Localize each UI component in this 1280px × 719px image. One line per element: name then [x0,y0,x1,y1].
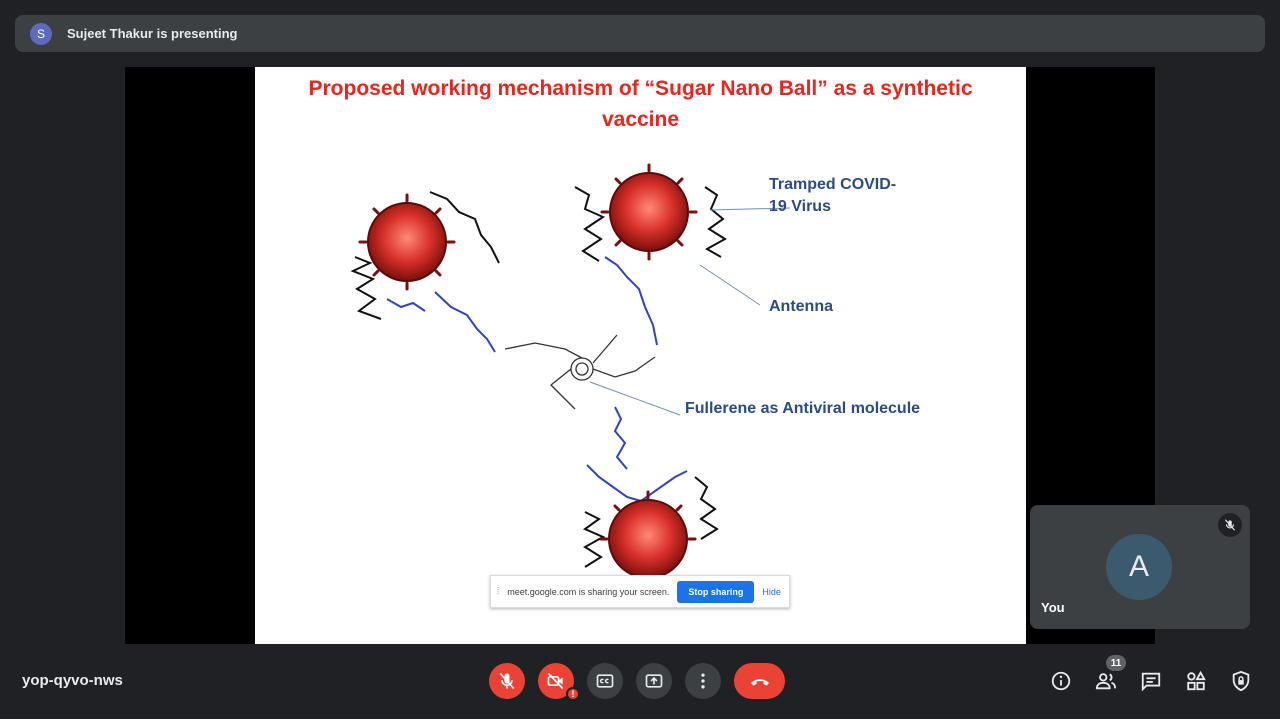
self-label: You [1041,600,1065,615]
people-icon [1095,673,1117,690]
activities-button[interactable] [1184,669,1208,693]
screen-share-banner: ⦙ meet.google.com is sharing your screen… [490,575,790,608]
molecule-diagram [350,163,791,579]
chat-button[interactable] [1139,669,1163,693]
self-video-tile[interactable]: A You [1030,505,1250,629]
callout-virus-line2: 19 Virus [769,198,831,215]
stop-sharing-button[interactable]: Stop sharing [677,580,755,603]
mic-toggle-button[interactable] [489,663,525,699]
virus-particle-2 [600,163,698,261]
slide-title-line2: vaccine [601,108,680,131]
chat-icon [1141,672,1161,692]
mic-off-icon [499,672,515,690]
more-vert-icon [701,673,705,689]
callout-arrows [589,207,791,416]
captions-button[interactable] [587,663,623,699]
callout-fullerene: Fullerene as Antiviral molecule [685,400,921,417]
sugar-chains-black [350,186,727,568]
virus-particle-1 [358,193,456,291]
fullerene-core [504,334,656,410]
slide-title: Proposed working mechanism of “Sugar Nan… [275,73,1006,135]
end-call-button[interactable] [734,663,785,699]
self-avatar: A [1106,534,1172,600]
camera-warning-badge: ! [566,687,580,701]
camera-off-icon [547,672,564,690]
people-button[interactable] [1094,669,1118,693]
hide-banner-button[interactable]: Hide [762,586,781,597]
presenter-banner: S Sujeet Thakur is presenting [15,15,1265,52]
drag-handle-icon[interactable]: ⦙ [497,586,500,597]
virus-particle-3 [599,490,697,579]
captions-icon [596,674,614,688]
host-controls-icon [1232,670,1250,692]
meeting-code: yop-qyvo-nws [22,672,123,689]
info-icon [1051,671,1071,691]
sugar-chains-blue [386,256,688,503]
participants-count-badge: 11 [1106,655,1126,671]
more-options-button[interactable] [685,663,721,699]
present-now-button[interactable] [636,663,672,699]
end-call-icon [750,679,769,686]
camera-toggle-button[interactable]: ! [538,663,580,701]
host-controls-button[interactable] [1229,669,1253,693]
callout-antenna: Antenna [769,298,833,315]
shared-slide: Proposed working mechanism of “Sugar Nan… [255,67,1026,644]
callout-virus-line1: Tramped COVID- [769,176,897,193]
meeting-details-button[interactable] [1049,669,1073,693]
activities-icon [1187,670,1206,691]
slide-title-line1: Proposed working mechanism of “Sugar Nan… [308,77,973,100]
present-icon [645,674,663,688]
callout-virus: Tramped COVID- 19 Virus [769,174,896,218]
share-message: meet.google.com is sharing your screen. [507,586,670,597]
presenter-avatar: S [30,22,52,45]
self-mic-off-icon [1218,513,1242,537]
presenter-text: Sujeet Thakur is presenting [67,26,238,41]
